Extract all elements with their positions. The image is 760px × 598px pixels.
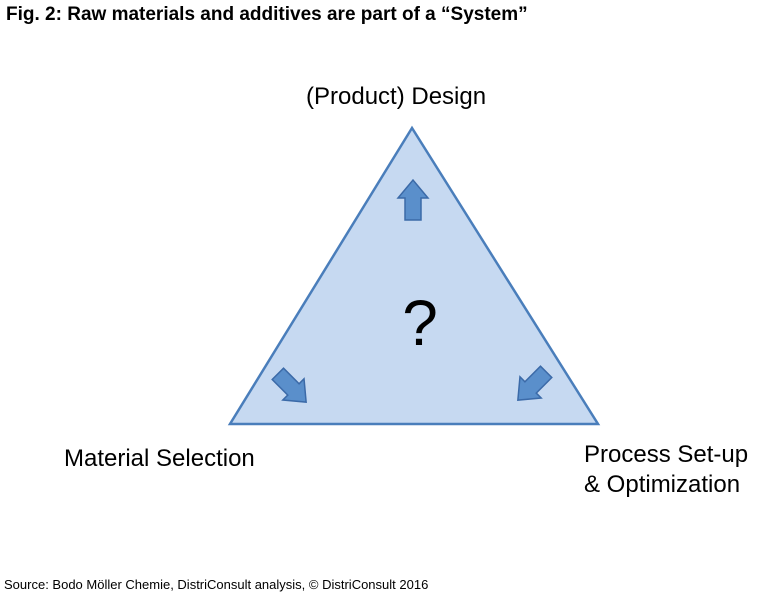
arrow-down-left-icon	[271, 367, 307, 403]
vertex-label-material-selection: Material Selection	[64, 445, 255, 472]
question-mark-symbol: ?	[402, 287, 438, 359]
system-triangle	[227, 125, 601, 426]
source-note: Source: Bodo Möller Chemie, DistriConsul…	[4, 577, 429, 592]
arrow-up-icon	[396, 178, 430, 221]
arrow-down-right-icon	[517, 365, 553, 401]
vertex-label-process: Process Set-up & Optimization	[584, 440, 748, 500]
vertex-label-design: (Product) Design	[306, 83, 487, 110]
vertex-label-process-line2: & Optimization	[584, 471, 741, 498]
figure-title: Fig. 2: Raw materials and additives are …	[6, 4, 528, 25]
vertex-label-process-line1: Process Set-up	[584, 441, 749, 468]
